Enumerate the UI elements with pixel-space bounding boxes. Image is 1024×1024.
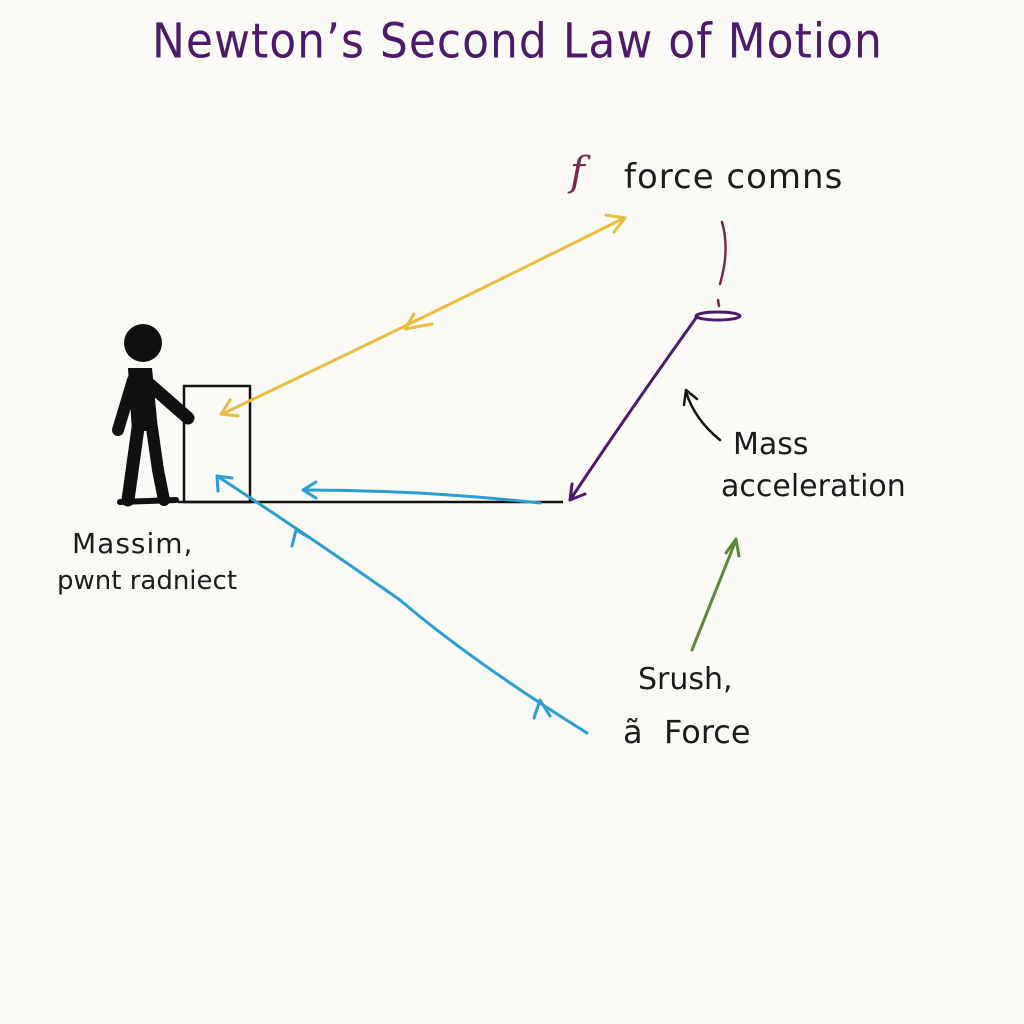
object-label-line1: Massim,	[72, 527, 194, 560]
mass-pointer-line	[684, 390, 722, 442]
force-label: force comns	[624, 157, 844, 197]
side-label-line2: Force	[664, 713, 751, 751]
yellow-force-arrow	[219, 213, 627, 418]
acceleration-label: acceleration	[721, 469, 906, 504]
purple-acceleration-arrow	[568, 310, 742, 502]
figure-arm-back	[112, 374, 139, 436]
purple-arrow-line	[568, 316, 698, 502]
purple-arrow-head	[568, 482, 587, 502]
blue-arrow-line	[215, 474, 589, 735]
maroon-pointer-line	[718, 220, 727, 286]
mass-pointer-head	[682, 388, 699, 407]
blue-ground-arrow-line	[302, 488, 542, 505]
yellow-arrow-line	[220, 216, 626, 416]
diagram-title: Newton’s Second Law of Motion	[152, 13, 883, 70]
figure-leg-front	[146, 422, 170, 506]
stick-figure	[112, 324, 195, 507]
mass-pointer-arrow	[682, 388, 722, 442]
blue-force-arrow	[215, 474, 589, 735]
yellow-arrow-mid-mark	[403, 312, 434, 331]
blue-ground-arrow	[301, 480, 542, 505]
green-arrow-line	[690, 538, 738, 652]
blue-arrow-mid-mark	[290, 528, 312, 548]
maroon-pointer	[716, 220, 727, 308]
figure-feet	[117, 497, 179, 505]
purple-arrow-cap	[694, 310, 742, 322]
figure-arm	[133, 369, 195, 425]
side-label-line1: Srush,	[638, 662, 733, 697]
green-arrow-head	[724, 537, 741, 558]
blue-arrow-tail-mark	[532, 698, 552, 720]
yellow-arrow-head-bottom	[219, 398, 240, 418]
green-force-arrow	[690, 537, 741, 652]
figure-head	[124, 324, 162, 362]
figure-leg-back	[121, 421, 145, 507]
maroon-pointer-dot	[716, 298, 721, 308]
blue-ground-arrow-head	[301, 480, 318, 500]
force-symbol: f	[570, 149, 585, 195]
mass-label: Mass	[733, 427, 809, 462]
blue-arrow-head	[215, 474, 234, 493]
object-label-line2: pwnt radniect	[57, 566, 238, 596]
yellow-arrow-head-top	[604, 213, 627, 234]
side-label-symbol: ã	[623, 713, 643, 751]
